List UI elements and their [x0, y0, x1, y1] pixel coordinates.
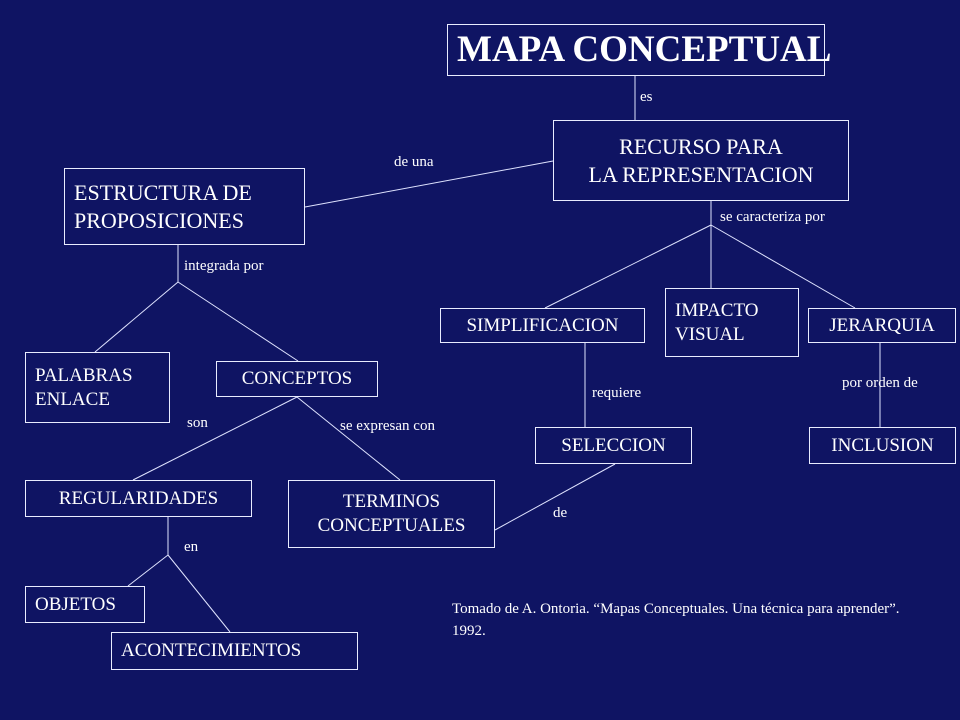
line-junction-simplificacion: [544, 224, 712, 309]
node-mapa-conceptual-text: MAPA CONCEPTUAL: [457, 28, 832, 70]
node-jerarquia: JERARQUIA: [808, 308, 956, 343]
node-acontecimientos-text: ACONTECIMIENTOS: [121, 640, 302, 662]
node-estructura: ESTRUCTURA DE PROPOSICIONES: [64, 168, 305, 245]
link-label-de: de: [553, 505, 568, 521]
node-regularidades-text: REGULARIDADES: [58, 487, 219, 509]
node-seleccion: SELECCION: [535, 427, 692, 464]
link-label-requiere: requiere: [592, 385, 642, 401]
link-label-integrada: integrada por: [184, 258, 264, 274]
line-recurso-estructura: [304, 160, 554, 208]
link-label-por-orden: por orden de: [842, 375, 918, 391]
link-label-de-una: de una: [394, 154, 434, 170]
line-junction-objetos: [127, 554, 169, 587]
node-conceptos-text: CONCEPTOS: [241, 368, 353, 390]
node-estructura-text: ESTRUCTURA DE PROPOSICIONES: [74, 180, 252, 233]
node-terminos: TERMINOS CONCEPTUALES: [288, 480, 495, 548]
node-conceptos: CONCEPTOS: [216, 361, 378, 397]
node-impacto: IMPACTO VISUAL: [665, 288, 799, 357]
node-palabras-text: PALABRAS ENLACE: [35, 364, 133, 410]
line-junction-conceptos: [177, 281, 299, 362]
line-seleccion-terminos: [494, 463, 616, 531]
link-label-son: son: [187, 415, 208, 431]
line-junction-acontecimientos: [167, 554, 231, 633]
node-impacto-text: IMPACTO VISUAL: [675, 299, 759, 345]
link-label-se-expresan: se expresan con: [340, 418, 435, 434]
node-inclusion: INCLUSION: [809, 427, 956, 464]
node-objetos-text: OBJETOS: [35, 593, 116, 615]
node-recurso: RECURSO PARA LA REPRESENTACION: [553, 120, 849, 201]
line-conceptos-regularidades: [132, 396, 298, 481]
node-mapa-conceptual: MAPA CONCEPTUAL: [447, 24, 831, 76]
link-label-es: es: [640, 89, 653, 105]
node-regularidades: REGULARIDADES: [25, 480, 252, 517]
line-conceptos-terminos: [296, 396, 401, 481]
node-simplificacion-text: SIMPLIFICACION: [466, 314, 619, 336]
line-junction-palabras: [94, 281, 179, 353]
node-objetos: OBJETOS: [25, 586, 145, 623]
citation-text: Tomado de A. Ontoria. “Mapas Conceptuale…: [452, 601, 900, 639]
node-terminos-text: TERMINOS CONCEPTUALES: [317, 491, 466, 536]
node-acontecimientos: ACONTECIMIENTOS: [111, 632, 358, 670]
node-seleccion-text: SELECCION: [561, 434, 666, 456]
node-simplificacion: SIMPLIFICACION: [440, 308, 645, 343]
node-jerarquia-text: JERARQUIA: [829, 314, 935, 336]
node-inclusion-text: INCLUSION: [831, 434, 934, 456]
link-label-se-caracteriza: se caracteriza por: [720, 209, 825, 225]
node-palabras: PALABRAS ENLACE: [25, 352, 170, 423]
link-label-en: en: [184, 539, 199, 555]
node-recurso-text: RECURSO PARA LA REPRESENTACION: [588, 134, 814, 187]
line-junction-jerarquia: [710, 224, 856, 309]
